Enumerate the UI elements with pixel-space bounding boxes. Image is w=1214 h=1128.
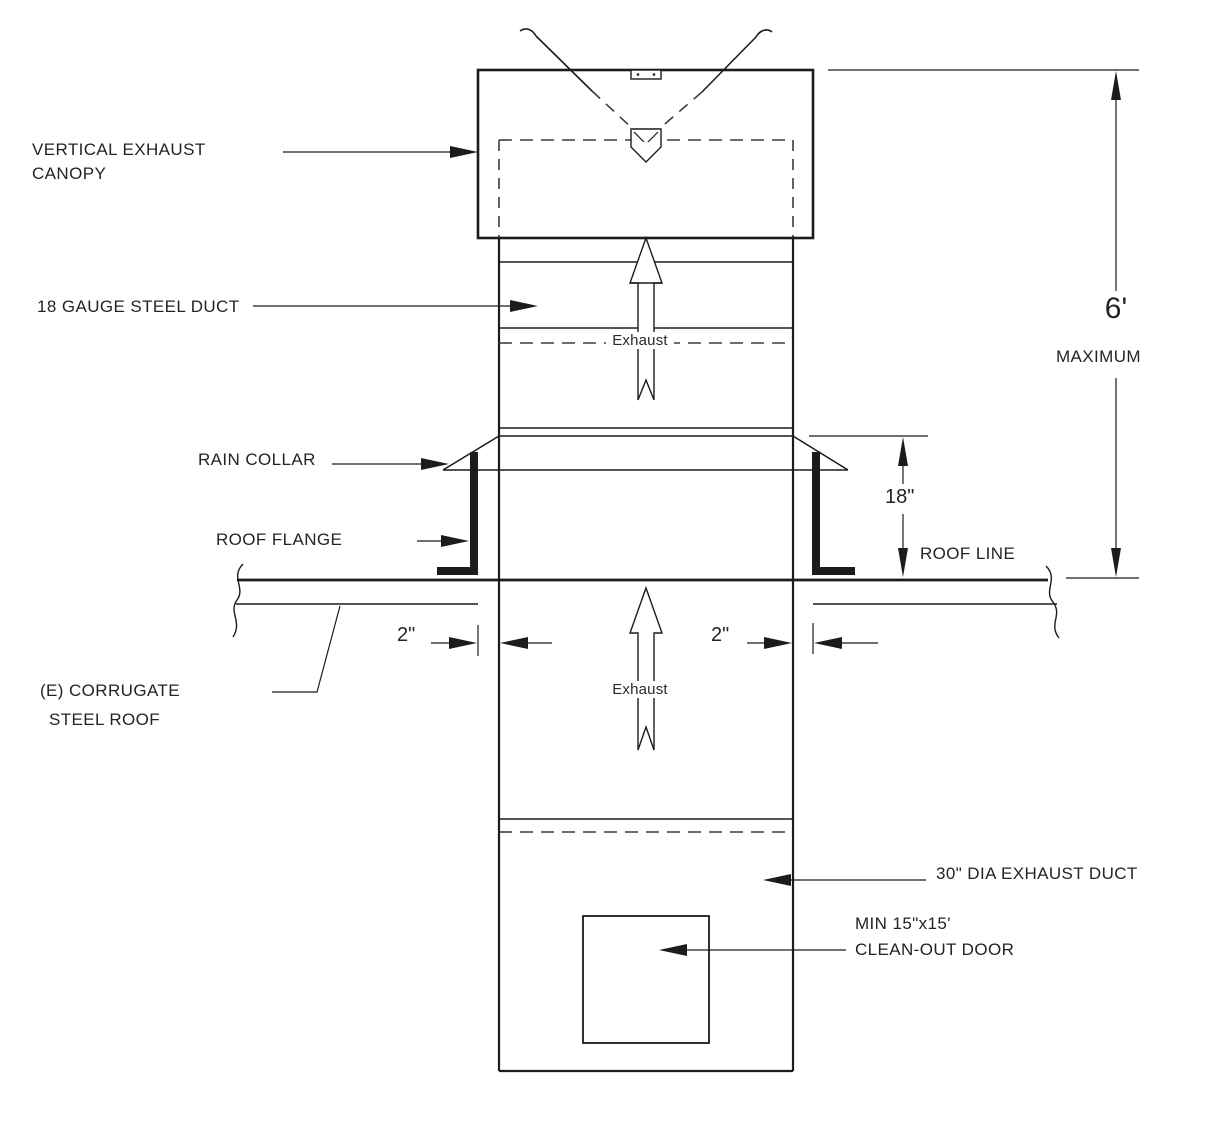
roof-flange-right-shape [812, 452, 855, 575]
dim-6ft-text: 6' [1104, 292, 1128, 325]
roof-break-left [232, 563, 244, 638]
dim-2in-left-text: 2" [397, 624, 416, 646]
dim-clearance-right [747, 623, 878, 654]
leader-steel-duct [253, 300, 538, 312]
leader-cleanout [659, 944, 846, 956]
exhaust-arrow-upper [629, 235, 663, 401]
roof-line-label: ROOF LINE [920, 544, 1016, 563]
cleanout-door-label-line2: CLEAN-OUT DOOR [855, 940, 1015, 959]
exhaust-flow-label-upper: Exhaust [606, 332, 674, 349]
roof-lines [232, 563, 1060, 639]
corrugate-roof-label: (E) CORRUGATE STEEL ROOF [40, 676, 180, 734]
canopy-label-line2: CANOPY [32, 164, 107, 183]
dim-2in-right-text: 2" [711, 624, 730, 646]
dim-18in-text: 18" [885, 486, 915, 508]
dim-clearance-left [431, 625, 552, 656]
cleanout-door-label-line1: MIN 15"x15' [855, 914, 951, 933]
exhaust-arrow-lower [629, 585, 663, 751]
canopy-label-line1: VERTICAL EXHAUST [32, 140, 206, 159]
damper-pivot [630, 128, 662, 163]
rain-collar-label: RAIN COLLAR [198, 450, 316, 469]
leader-roof-flange [417, 535, 469, 547]
dim-max-height [828, 69, 1139, 579]
roof-break-right [1045, 565, 1060, 639]
canopy-label: VERTICAL EXHAUST CANOPY [32, 138, 206, 186]
steel-duct-label: 18 GAUGE STEEL DUCT [37, 297, 240, 316]
roof-flange-label: ROOF FLANGE [216, 530, 343, 549]
cleanout-door-shape [582, 915, 710, 1044]
rain-collar-shape [442, 435, 849, 471]
roof-flange-left-shape [437, 452, 478, 575]
leader-exhaust-duct [763, 874, 926, 886]
exhaust-duct-label: 30" DIA EXHAUST DUCT [936, 864, 1138, 883]
damper-v-lines [519, 28, 773, 130]
cleanout-door-label: MIN 15"x15' CLEAN-OUT DOOR [855, 911, 1014, 963]
dim-maximum-text: MAXIMUM [1056, 347, 1141, 366]
exhaust-flow-label-lower: Exhaust [606, 681, 674, 698]
leader-canopy [283, 146, 478, 158]
dim-collar-height [809, 435, 928, 577]
corrugate-roof-label-line1: (E) CORRUGATE [40, 681, 180, 700]
leader-rain-collar [332, 458, 449, 470]
leader-corrugate-roof [272, 605, 341, 693]
corrugate-roof-label-line2: STEEL ROOF [49, 710, 161, 729]
